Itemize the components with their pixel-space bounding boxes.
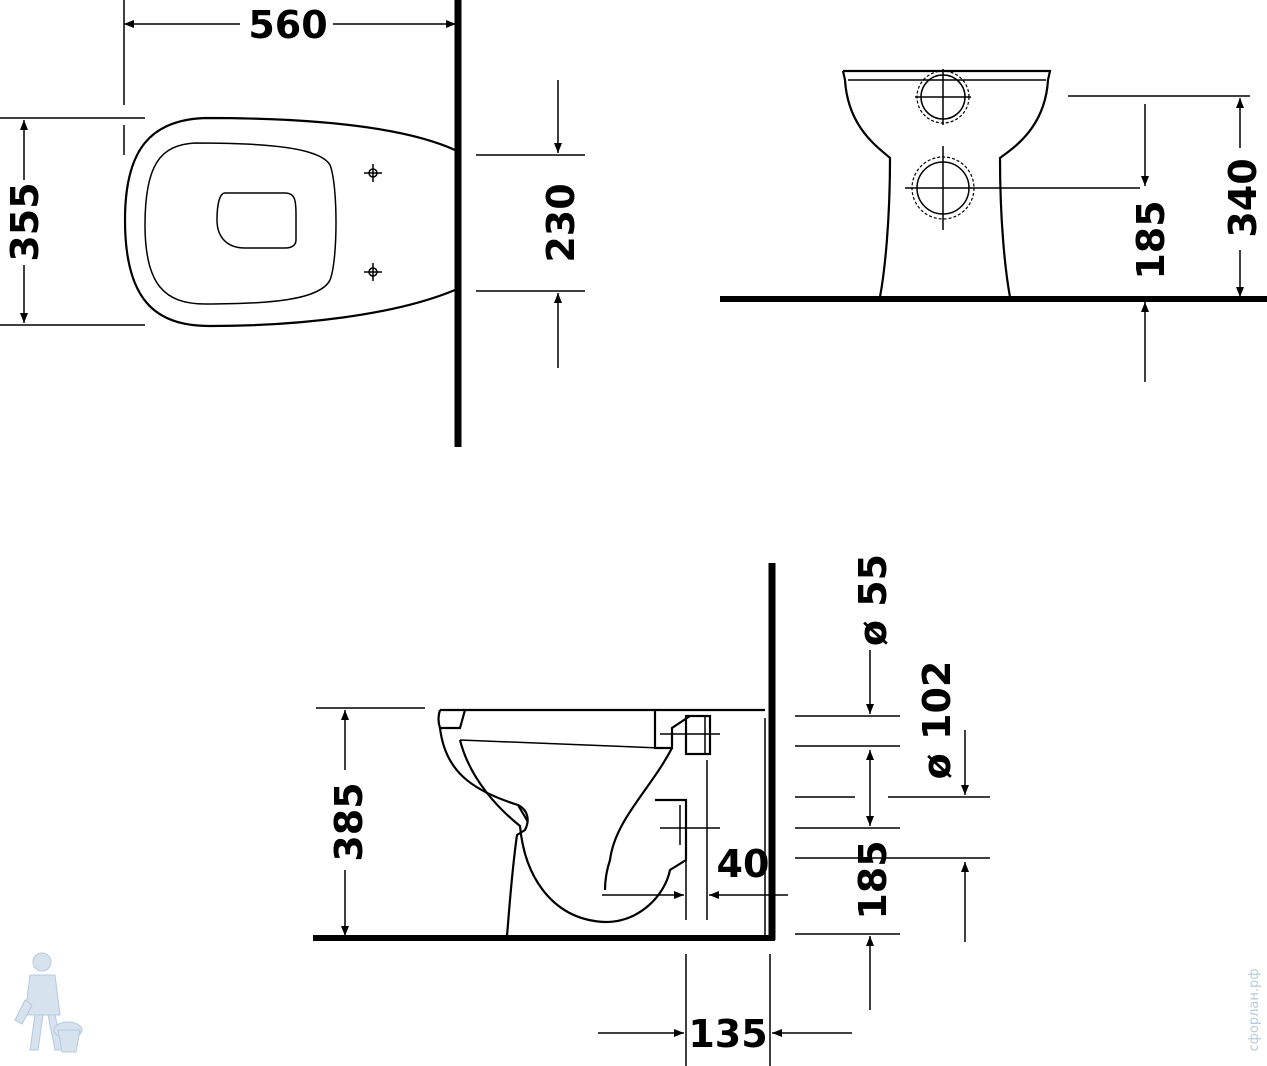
dim-height-385: 385 [327,782,371,861]
dim-outlet-diameter-102: ø 102 [915,661,959,780]
dim-height-340: 340 [1221,158,1265,237]
dim-distance-135: 135 [688,1012,767,1056]
dim-depth-355: 355 [3,182,47,261]
dim-width-560: 560 [248,3,327,47]
dim-fixing-230: 230 [539,183,583,262]
dim-offset-40: 40 [717,842,770,886]
front-view: 185 340 [720,69,1267,382]
top-view: 560 355 230 [0,0,585,447]
side-view: 385 ø 55 ø 102 185 40 135 [313,554,990,1066]
watermark-logo [14,952,83,1053]
watermark-text: сфорлан.рф [1247,969,1262,1052]
dim-outlet-height-185: 185 [1129,200,1173,279]
dim-inlet-diameter-55: ø 55 [851,554,895,646]
dim-outlet-height-185-side: 185 [851,840,895,919]
